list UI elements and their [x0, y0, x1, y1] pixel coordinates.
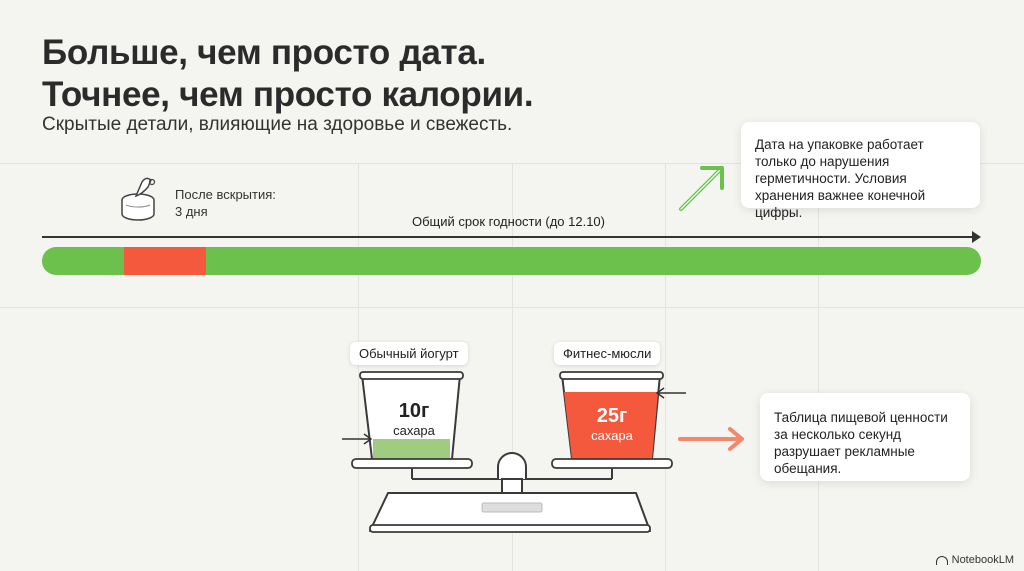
page-title: Больше, чем просто дата. Точнее, чем про…: [42, 32, 534, 116]
yogurt-sugar-unit: сахара: [393, 423, 435, 438]
can-icon: [121, 177, 156, 221]
shelf-life-bar: [42, 247, 981, 275]
grid-line: [0, 307, 1024, 308]
page-subtitle: Скрытые детали, влияющие на здоровье и с…: [42, 114, 513, 135]
axis-arrow-icon: [972, 231, 981, 243]
arrow-up-right-icon: [679, 166, 724, 211]
brand-label: NotebookLM: [951, 554, 1014, 566]
after-opening-label: После вскрытия:: [175, 187, 276, 202]
grid-line: [512, 163, 513, 571]
grid-line: [818, 163, 819, 571]
yogurt-sugar-value: 10г: [398, 400, 430, 422]
after-opening-note: После вскрытия: 3 дня: [175, 186, 276, 220]
packaging-date-callout: Дата на упаковке работает только до нару…: [741, 122, 980, 220]
timeline-axis: [42, 236, 974, 238]
brand-mark: NotebookLM: [935, 554, 1014, 566]
pointer-arrow-icon: [655, 387, 686, 399]
yogurt-label: Обычный йогурт: [350, 342, 468, 365]
after-opening-segment: [124, 247, 206, 275]
notebooklm-icon: [935, 555, 948, 565]
grid-line: [0, 163, 1024, 164]
shelf-life-label: Общий срок годности (до 12.10): [412, 214, 605, 229]
after-opening-value: 3 дня: [175, 204, 208, 219]
muesli-sugar-unit: сахара: [591, 428, 633, 443]
nutrition-table-callout: Таблица пищевой ценности за несколько се…: [760, 393, 970, 481]
pointer-arrow-icon: [342, 433, 373, 445]
grid-line: [665, 163, 666, 571]
muesli-label: Фитнес-мюсли: [554, 342, 661, 365]
scale-icon: [351, 371, 673, 533]
yogurt-sugar: 10г сахара: [374, 400, 454, 438]
arrow-right-icon: [678, 427, 744, 451]
title-line-1: Больше, чем просто дата.: [42, 33, 486, 72]
muesli-sugar-value: 25г: [596, 405, 628, 427]
grid-line: [358, 163, 359, 571]
muesli-sugar: 25г сахара: [572, 405, 652, 443]
title-line-2: Точнее, чем просто калории.: [42, 75, 534, 114]
